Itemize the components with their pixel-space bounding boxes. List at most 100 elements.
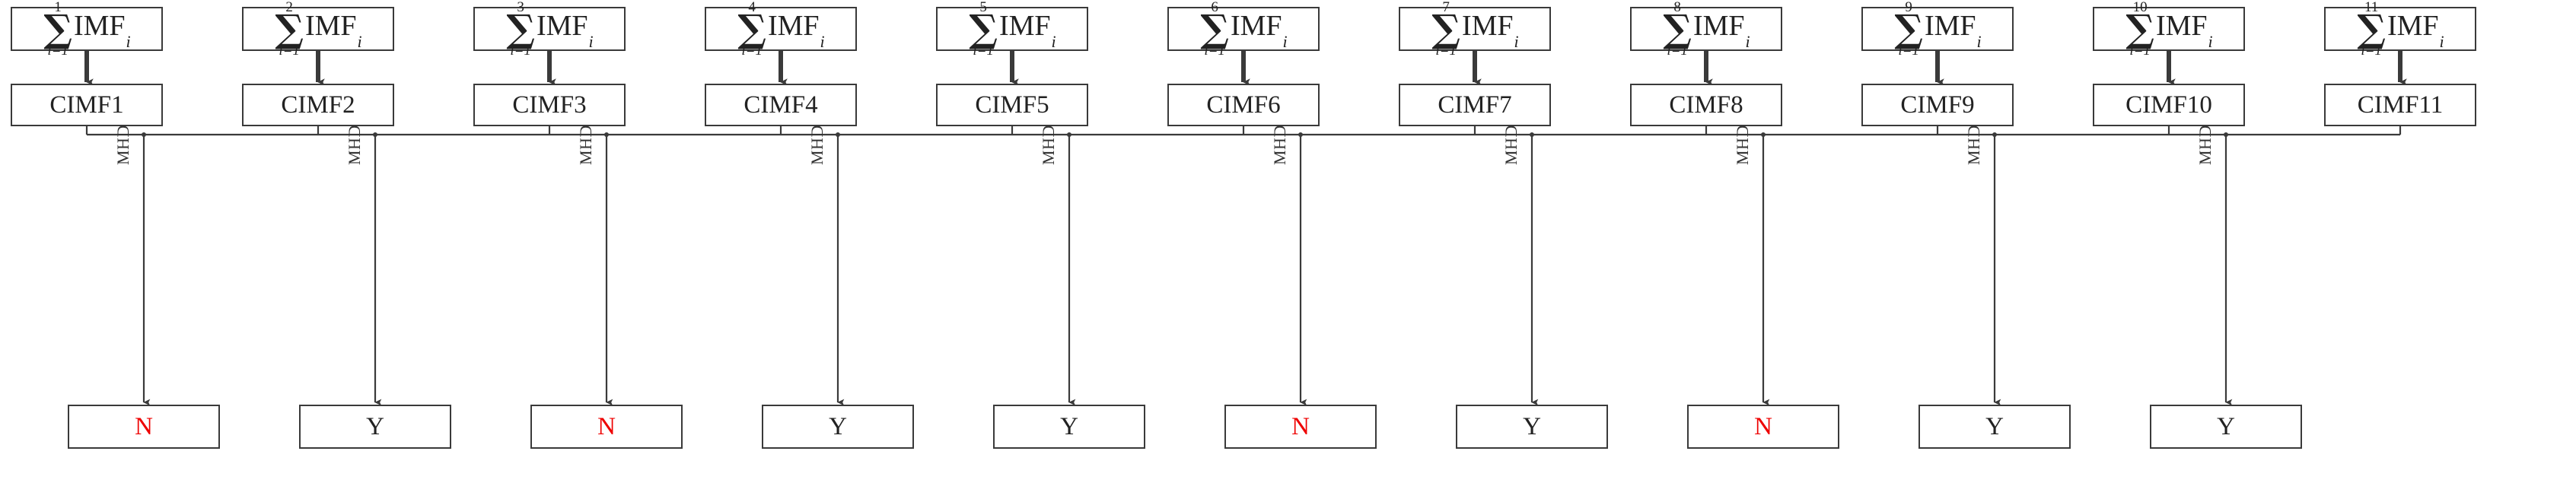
imf-term-subscript: i <box>588 31 594 51</box>
imf-term-subscript: i <box>1514 31 1519 51</box>
sum-upper-limit: 5 <box>979 0 987 15</box>
decision-node-4: Y <box>762 405 914 449</box>
imf-term-base: IMF <box>1692 10 1745 43</box>
decision-node-2: Y <box>299 405 451 449</box>
decision-node-label: N <box>597 412 616 440</box>
decision-node-label: N <box>1291 412 1310 440</box>
imf-term-subscript: i <box>1745 31 1750 51</box>
imf-term-base: IMF <box>304 10 357 43</box>
sigma-icon: ∑ <box>1200 6 1229 51</box>
sum-upper-limit: 9 <box>1905 0 1912 15</box>
imf-term-base: IMF <box>73 10 126 43</box>
decision-node-1: N <box>68 405 220 449</box>
cimf-node-label: CIMF4 <box>744 91 818 119</box>
imf-term-base: IMF <box>1230 10 1282 43</box>
mhd-edge-label-7: MHD <box>1501 125 1520 165</box>
sum-lower-limit: i=1 <box>279 43 300 59</box>
imf-term: IMFi <box>2387 10 2444 49</box>
imf-term: IMFi <box>767 10 825 49</box>
sum-lower-limit: i=1 <box>1667 43 1688 59</box>
decision-node-5: Y <box>993 405 1145 449</box>
sum-upper-limit: 8 <box>1673 0 1681 15</box>
imf-term: IMFi <box>1692 10 1750 49</box>
decision-node-label: Y <box>1060 412 1078 440</box>
cimf-node-label: CIMF6 <box>1206 91 1281 119</box>
cimf-node-10: CIMF10 <box>2093 84 2245 126</box>
cimf-node-label: CIMF7 <box>1438 91 1512 119</box>
mhd-edge-label-5: MHD <box>1039 125 1058 165</box>
sum-lower-limit: i=1 <box>510 43 531 59</box>
sum-lower-limit: i=1 <box>1435 43 1457 59</box>
decision-node-label: Y <box>2217 412 2235 440</box>
sigma-icon: ∑ <box>275 6 304 51</box>
decision-node-label: Y <box>366 412 384 440</box>
cimf-node-label: CIMF8 <box>1669 91 1743 119</box>
sum-upper-limit: 4 <box>748 0 756 15</box>
sum-lower-limit: i=1 <box>973 43 994 59</box>
cimf-node-label: CIMF9 <box>1900 91 1975 119</box>
decision-node-3: N <box>530 405 683 449</box>
cimf-node-label: CIMF2 <box>281 91 355 119</box>
cimf-node-1: CIMF1 <box>11 84 163 126</box>
mhd-edge-label-6: MHD <box>1270 125 1289 165</box>
sigma-operator: 5∑i=1 <box>969 0 998 58</box>
decision-node-7: Y <box>1456 405 1608 449</box>
sum-lower-limit: i=1 <box>2129 43 2151 59</box>
cimf-node-6: CIMF6 <box>1167 84 1320 126</box>
sigma-icon: ∑ <box>2357 6 2386 51</box>
imf-term: IMFi <box>304 10 362 49</box>
imf-term-base: IMF <box>767 10 820 43</box>
imf-term: IMFi <box>1462 11 1519 49</box>
cimf-node-label: CIMF11 <box>2357 91 2444 119</box>
sigma-icon: ∑ <box>1431 6 1460 51</box>
cimf-node-4: CIMF4 <box>705 84 857 126</box>
imf-term-base: IMF <box>2387 10 2439 43</box>
imf-term-base: IMF <box>998 10 1051 43</box>
decision-node-label: Y <box>1523 412 1541 440</box>
decision-node-9: Y <box>1918 405 2071 449</box>
sigma-operator: 8∑i=1 <box>1663 0 1692 58</box>
sigma-operator: 2∑i=1 <box>275 0 304 58</box>
mhd-edge-label-2: MHD <box>345 125 364 165</box>
sum-upper-limit: 3 <box>517 0 524 15</box>
cimf-node-label: CIMF1 <box>49 91 124 119</box>
imf-term: IMFi <box>1925 11 1982 49</box>
mhd-edge-label-9: MHD <box>1964 125 1983 165</box>
sum-lower-limit: i=1 <box>47 43 68 59</box>
sum-upper-limit: 6 <box>1211 0 1218 15</box>
sigma-operator: 11∑i=1 <box>2357 0 2386 58</box>
sum-lower-limit: i=1 <box>741 43 763 59</box>
imf-term-subscript: i <box>2439 31 2444 51</box>
imf-term-subscript: i <box>357 31 362 51</box>
sum-lower-limit: i=1 <box>1204 43 1225 59</box>
decision-node-6: N <box>1224 405 1377 449</box>
decision-node-10: Y <box>2150 405 2302 449</box>
imf-term: IMFi <box>537 11 594 49</box>
mhd-edge-label-10: MHD <box>2195 125 2215 165</box>
imf-term-subscript: i <box>1051 31 1056 51</box>
imf-term: IMFi <box>998 10 1056 49</box>
decision-node-8: N <box>1687 405 1839 449</box>
sum-upper-limit: 11 <box>2364 0 2379 15</box>
cimf-node-8: CIMF8 <box>1630 84 1782 126</box>
sigma-operator: 1∑i=1 <box>43 0 72 58</box>
sum-upper-limit: 10 <box>2132 0 2148 15</box>
sum-lower-limit: i=1 <box>1898 43 1919 59</box>
